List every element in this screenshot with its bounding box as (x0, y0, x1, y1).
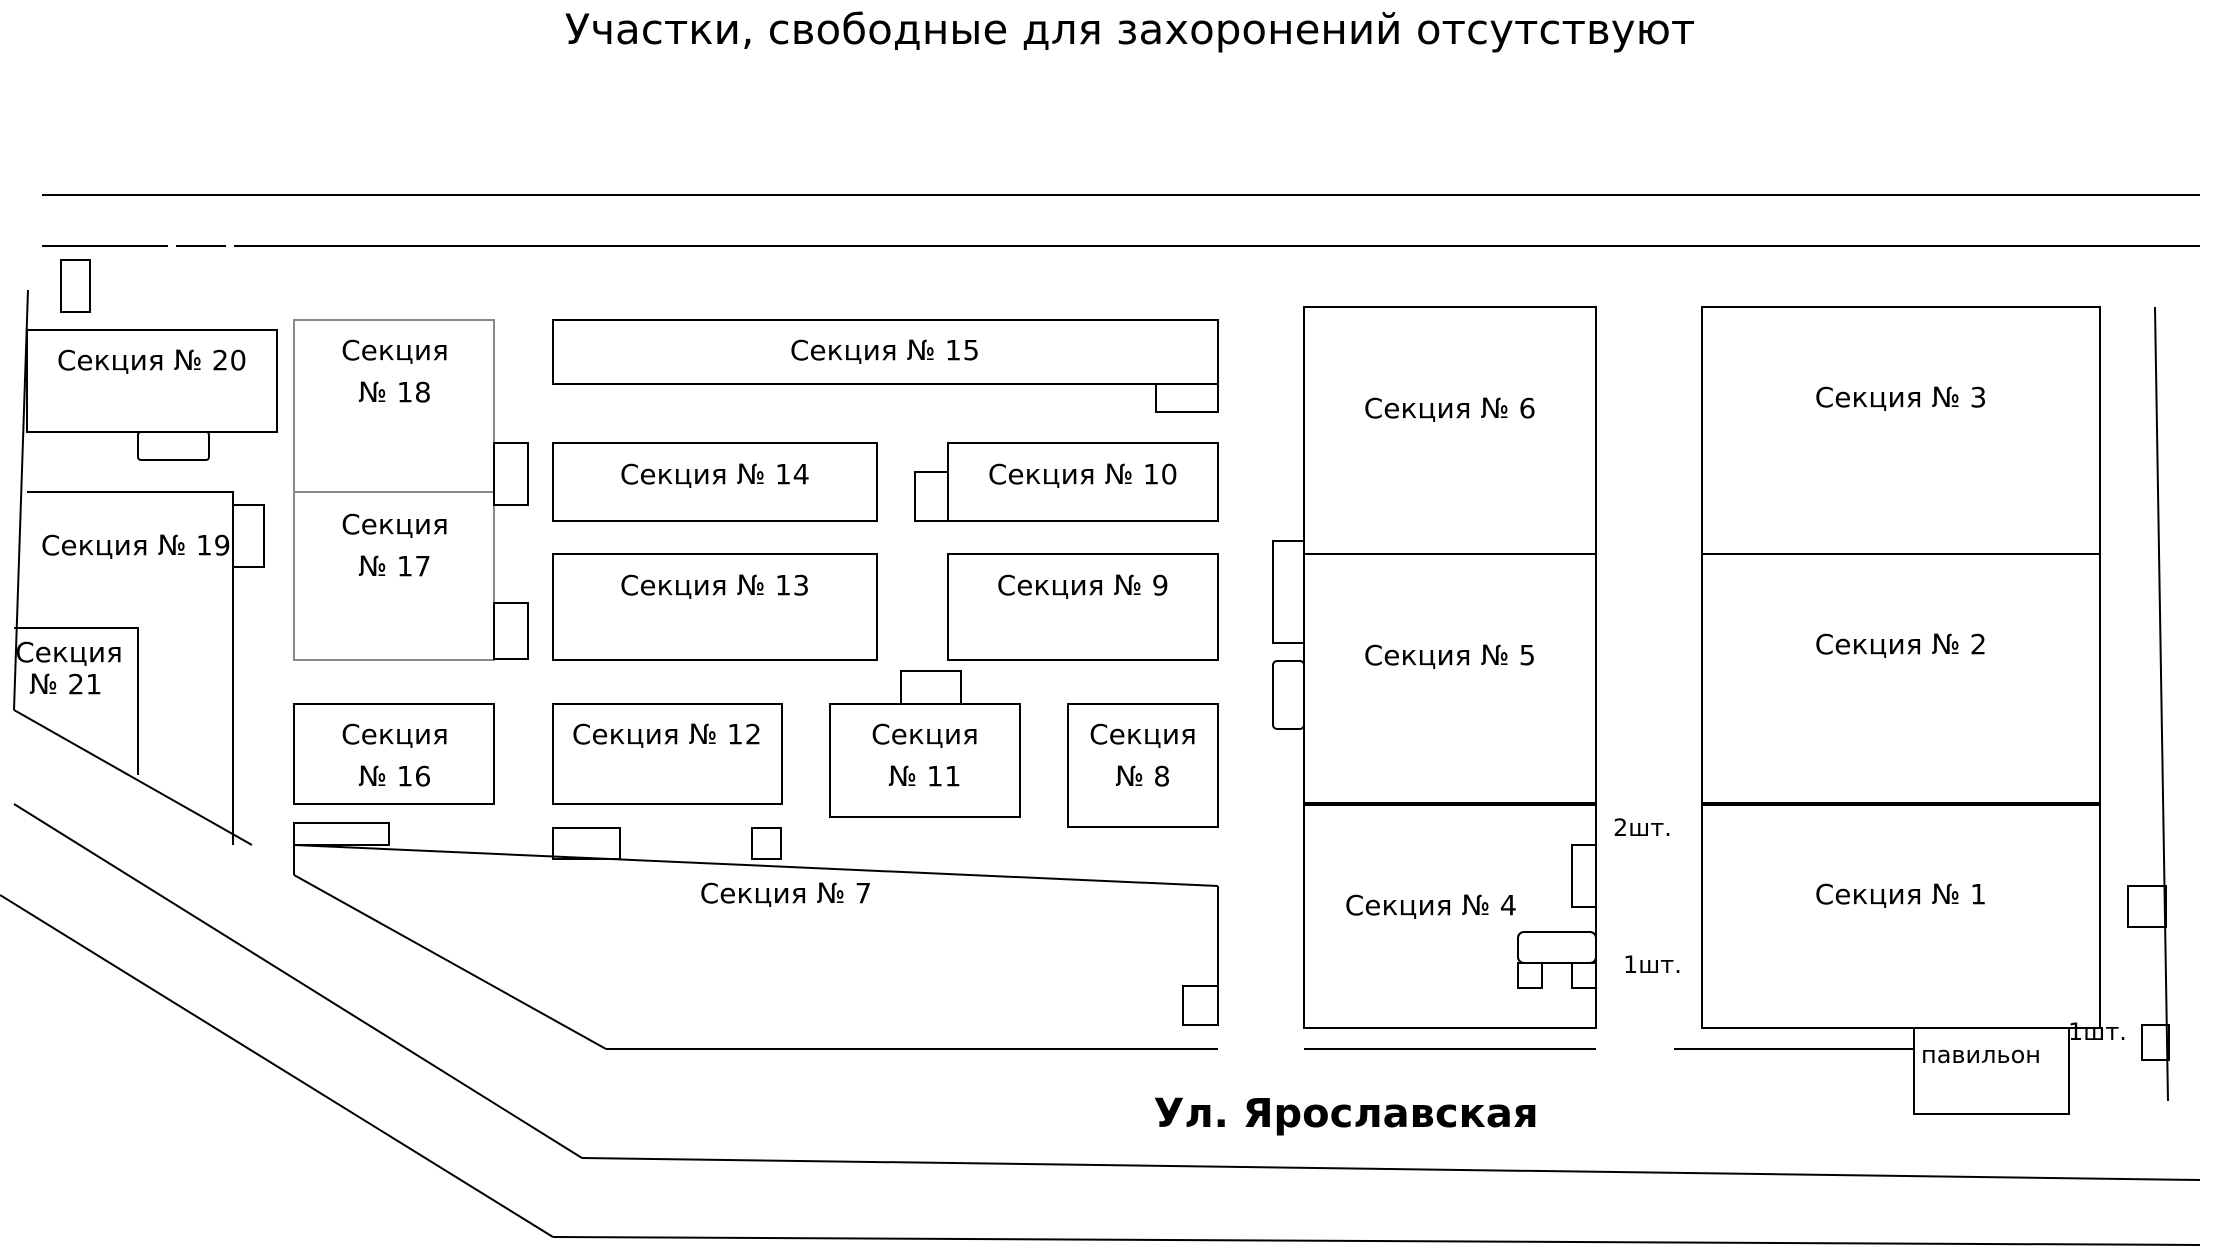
right-small-box (2141, 1024, 2170, 1061)
section-17-18-block (293, 319, 495, 661)
section-17-annex (493, 602, 529, 660)
section-21-diagonal (13, 709, 253, 846)
section-10-label: Секция № 10 (988, 458, 1178, 491)
section-18-label-line1: Секция (341, 334, 449, 367)
section-15-label: Секция № 15 (790, 334, 980, 367)
section-11-label-line2: № 11 (888, 760, 962, 793)
right-boundary-line (2154, 306, 2169, 1102)
section-12-label: Секция № 12 (572, 718, 762, 751)
street-line-lower (552, 1236, 2201, 1246)
section-16-label-line2: № 16 (358, 760, 432, 793)
section-7-annex-left (293, 822, 390, 846)
right-gate-box (2127, 885, 2167, 928)
section-3-label: Секция № 3 (1815, 381, 1988, 414)
section-4-annex-right (1571, 844, 1597, 908)
section-4-bench-leg-left (1517, 962, 1543, 989)
section-8-label-line1: Секция (1089, 718, 1197, 751)
section-19-annex (232, 504, 265, 568)
section-7-annex-right (1182, 985, 1219, 1026)
section-7-top-edge (293, 844, 1219, 887)
section-8-label-line2: № 8 (1115, 760, 1171, 793)
street-name: Ул. Ярославская (1153, 1091, 1538, 1137)
section-15[interactable] (552, 319, 1219, 385)
section-12[interactable] (552, 703, 783, 805)
section-7-annex-mid (552, 827, 621, 860)
section-4-bench (1517, 931, 1597, 964)
section-19-outline[interactable] (27, 491, 234, 845)
sections-1-3-block (1701, 306, 2101, 1029)
section-14[interactable] (552, 442, 878, 522)
section-19-label: Секция № 19 (41, 529, 231, 562)
section-11-label-line1: Секция (871, 718, 979, 751)
section-2-label: Секция № 2 (1815, 628, 1988, 661)
section-1-label: Секция № 1 (1815, 878, 1988, 911)
section-17-label-line2: № 17 (358, 550, 432, 583)
section-11-annex (900, 670, 962, 705)
section-4-label: Секция № 4 (1345, 889, 1518, 922)
street-line-lower-diag (0, 894, 554, 1238)
section-20-label: Секция № 20 (57, 344, 247, 377)
section-9-label: Секция № 9 (997, 569, 1170, 602)
pavilion (1913, 1027, 2070, 1115)
section-5-label: Секция № 5 (1364, 639, 1537, 672)
section-21-label-line2: № 21 (29, 668, 103, 701)
section-18-annex (493, 442, 529, 506)
section-4-bench-leg-right (1571, 962, 1597, 989)
section-7-annex-small (751, 827, 782, 860)
map-title: Участки, свободные для захоронений отсут… (565, 5, 1696, 54)
section-16[interactable] (293, 703, 495, 805)
section-17-label-line1: Секция (341, 508, 449, 541)
section-13-label: Секция № 13 (620, 569, 810, 602)
section-7-diagonal (293, 874, 607, 1050)
section-5-annex-lower (1272, 660, 1305, 730)
left-boundary-line (13, 289, 29, 711)
gate-box-top-left (60, 259, 91, 313)
section-14-label: Секция № 14 (620, 458, 810, 491)
section-21-label-line1: Секция (15, 636, 123, 669)
street-line-upper (581, 1157, 2201, 1181)
section-6-label: Секция № 6 (1364, 392, 1537, 425)
section-5-annex-upper (1272, 540, 1305, 644)
section-16-label-line1: Секция (341, 718, 449, 751)
annotation-two: 2шт. (1613, 814, 1672, 842)
section-20-annex (137, 431, 210, 461)
annotation-one-a: 1шт. (1623, 951, 1682, 979)
section-13[interactable] (552, 553, 878, 661)
section-7-label: Секция № 7 (700, 877, 873, 910)
section-18-label-line2: № 18 (358, 376, 432, 409)
section-21-outline[interactable] (14, 627, 139, 775)
section-15-annex (1155, 383, 1219, 413)
annotation-one-b: 1шт. (2068, 1018, 2127, 1046)
pavilion-label: павильон (1921, 1041, 2041, 1069)
section-9[interactable] (947, 553, 1219, 661)
section-10-annex (914, 471, 949, 522)
section-8[interactable] (1067, 703, 1219, 828)
street-line-upper-diag (13, 803, 583, 1159)
